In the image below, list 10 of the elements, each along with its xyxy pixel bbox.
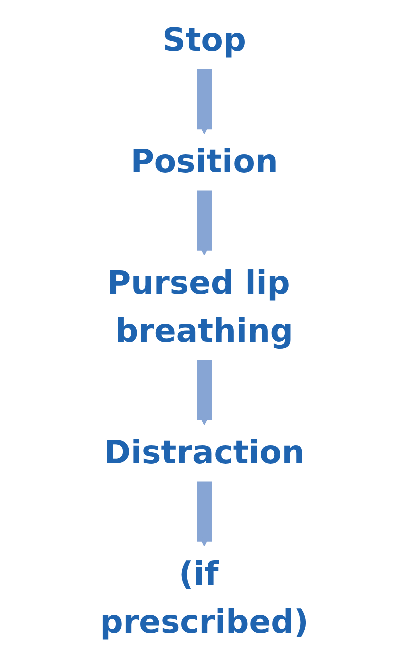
arrow xyxy=(197,188,212,256)
node-text: Distraction xyxy=(104,434,306,472)
node-text: Stop xyxy=(163,22,247,60)
node-text: (if prescribed) xyxy=(100,556,310,642)
arrow xyxy=(197,358,212,426)
arrow xyxy=(197,480,212,547)
flowchart: Stop Position Pursed lip breathing Distraction (if prescribed) xyxy=(80,4,330,660)
node-text: Pursed lip breathing xyxy=(108,264,294,351)
node-text: Position xyxy=(131,144,279,182)
arrow xyxy=(197,67,212,134)
